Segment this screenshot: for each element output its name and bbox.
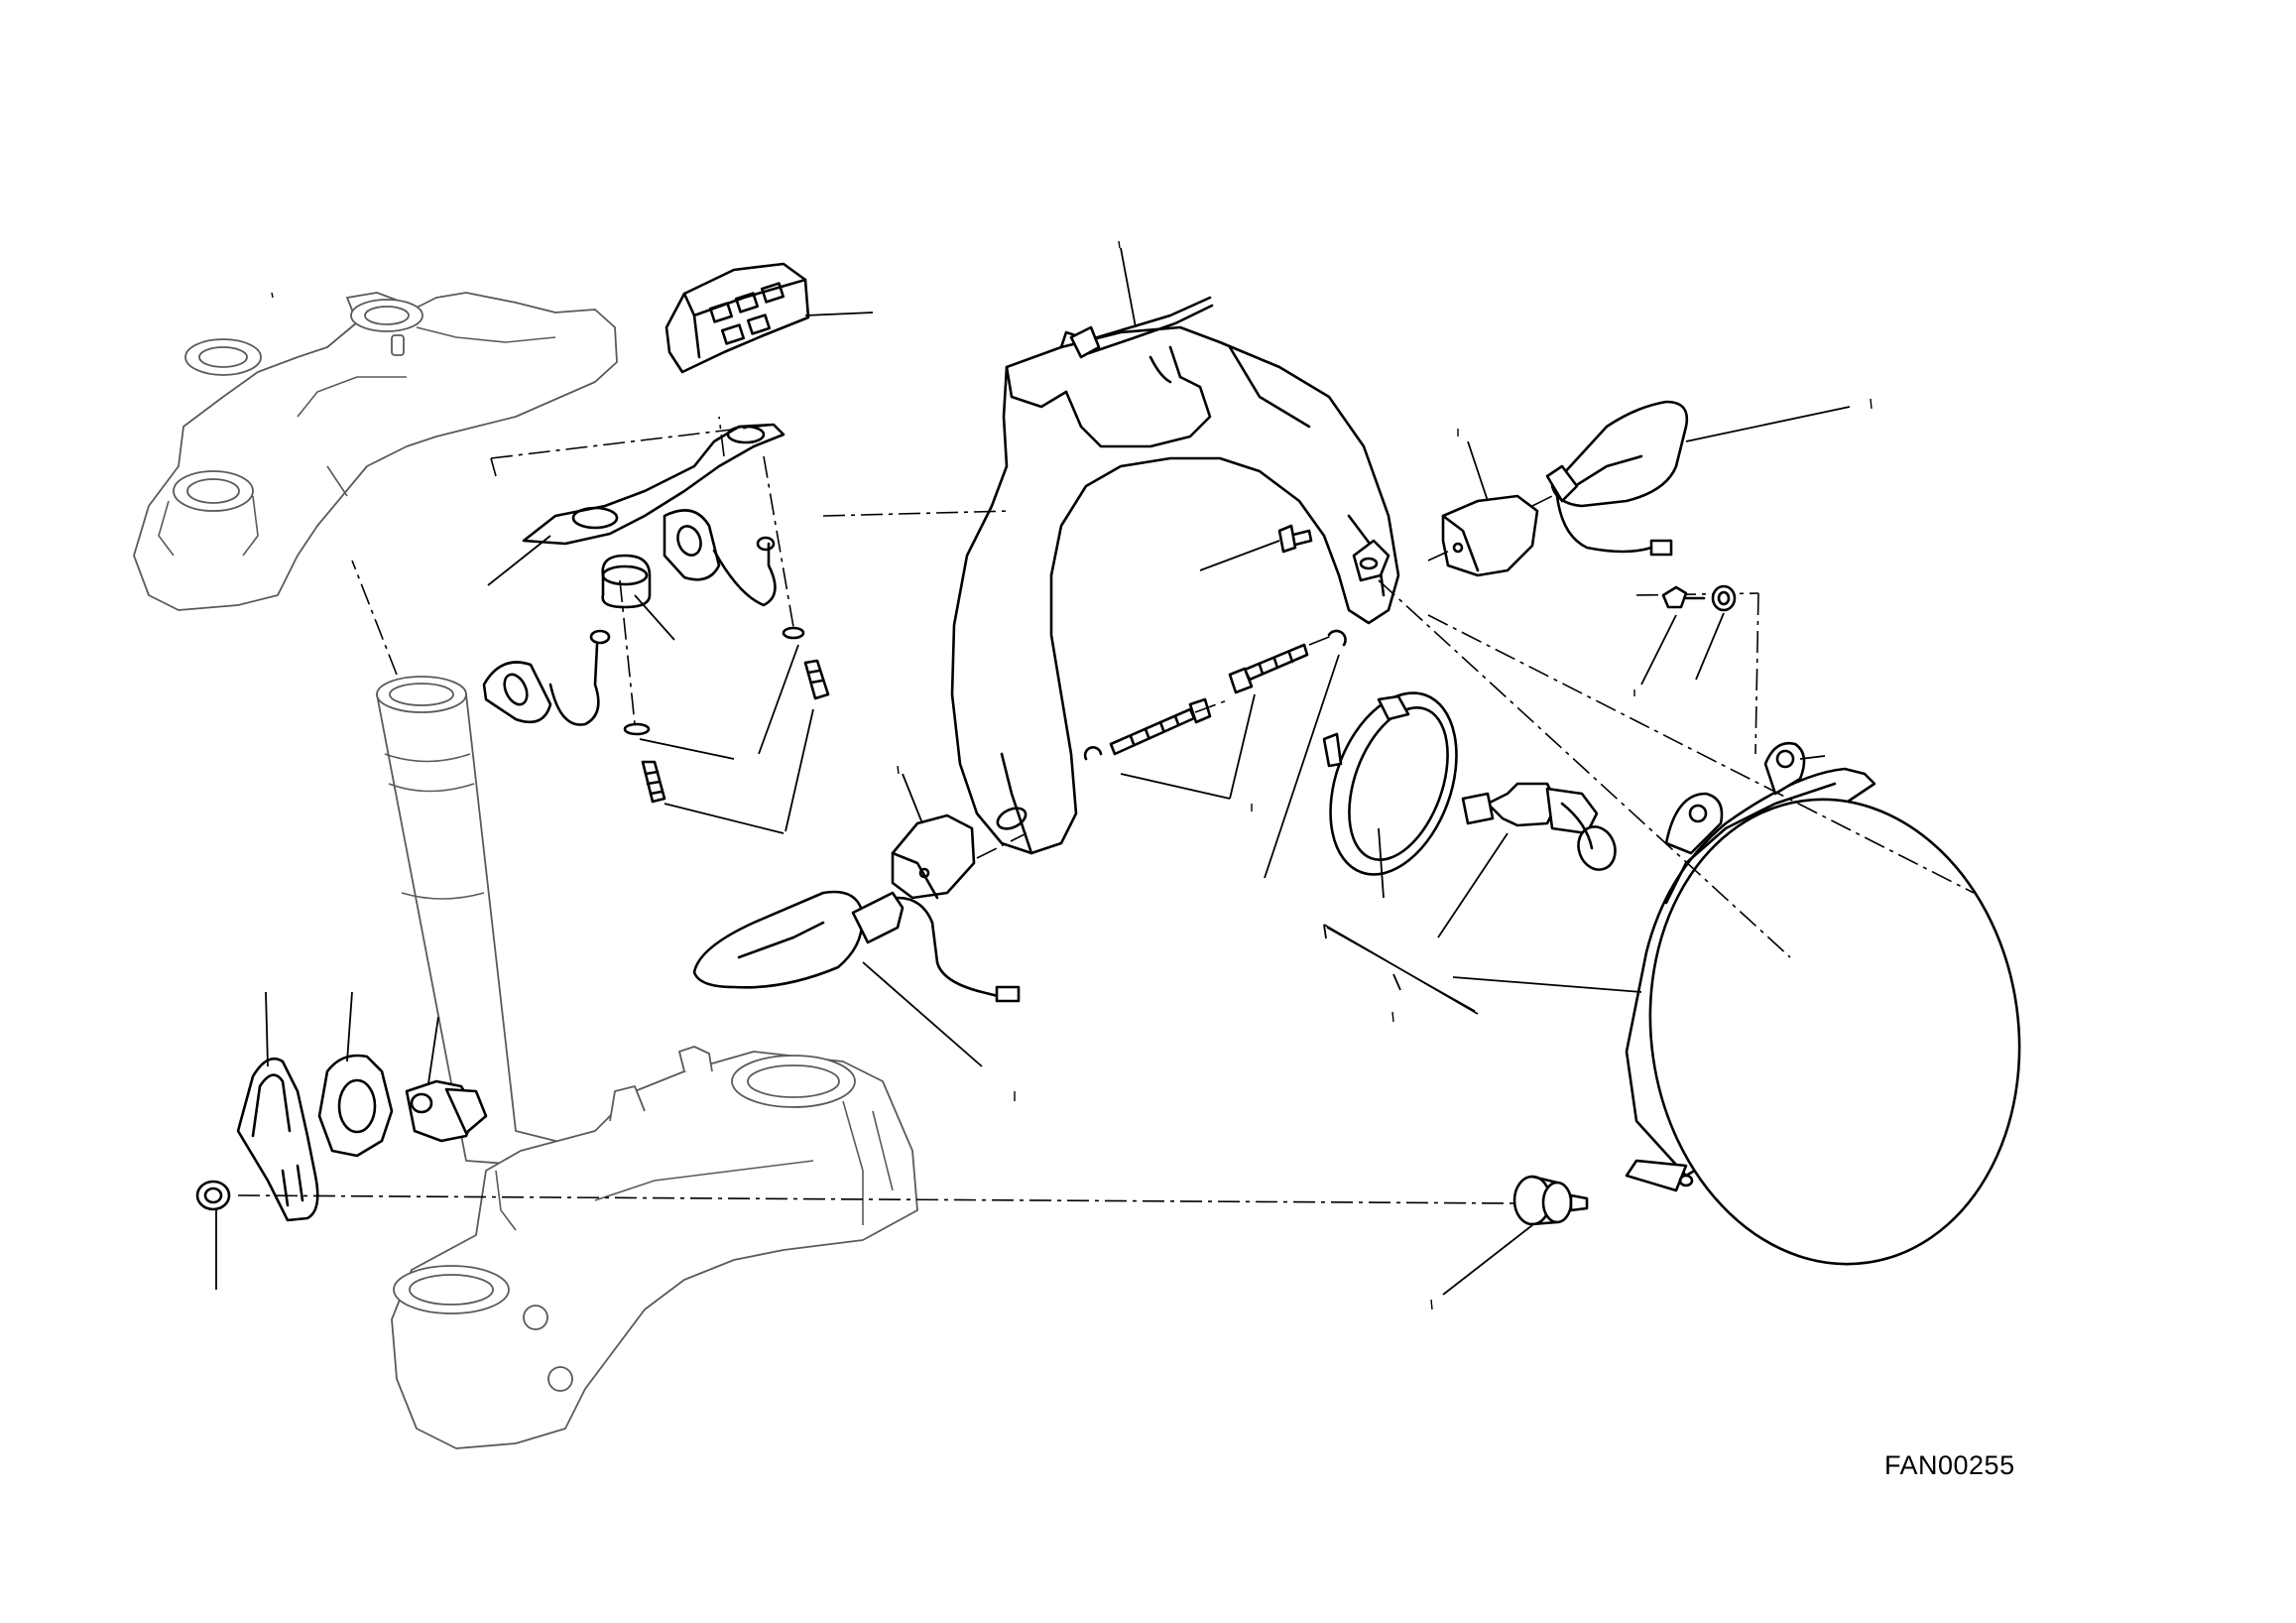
grommet-lower — [317, 991, 394, 1158]
drawing-code: FAN00255 — [1884, 1450, 2015, 1480]
upper-triple-clamp — [133, 292, 618, 611]
steering-stem — [376, 676, 596, 1167]
callout-ticks — [271, 240, 1873, 1311]
turn-signal-right — [1427, 400, 1851, 577]
long-screw — [1083, 524, 1347, 879]
cable-clip-lower — [236, 991, 319, 1222]
nut — [195, 1180, 231, 1290]
assembly-lines — [237, 416, 1975, 1204]
grommet — [601, 554, 675, 641]
rubber-damper — [1442, 1175, 1589, 1296]
cable-tie — [1069, 296, 1214, 359]
wiring-connector-block — [665, 262, 874, 374]
bulb — [1437, 782, 1617, 938]
headlight-support-bracket — [487, 423, 785, 586]
bulb-holder — [1322, 691, 1458, 899]
turn-signal-left — [692, 773, 1027, 1067]
headlight-housing — [1452, 741, 2021, 1266]
bulb-socket-lower — [405, 1016, 488, 1143]
cable-clip — [482, 509, 777, 726]
small-fasteners-right — [1640, 584, 1737, 686]
lower-triple-clamp — [391, 1046, 918, 1449]
fastener-screw — [619, 455, 830, 834]
leader-bracket — [1323, 924, 1479, 1015]
